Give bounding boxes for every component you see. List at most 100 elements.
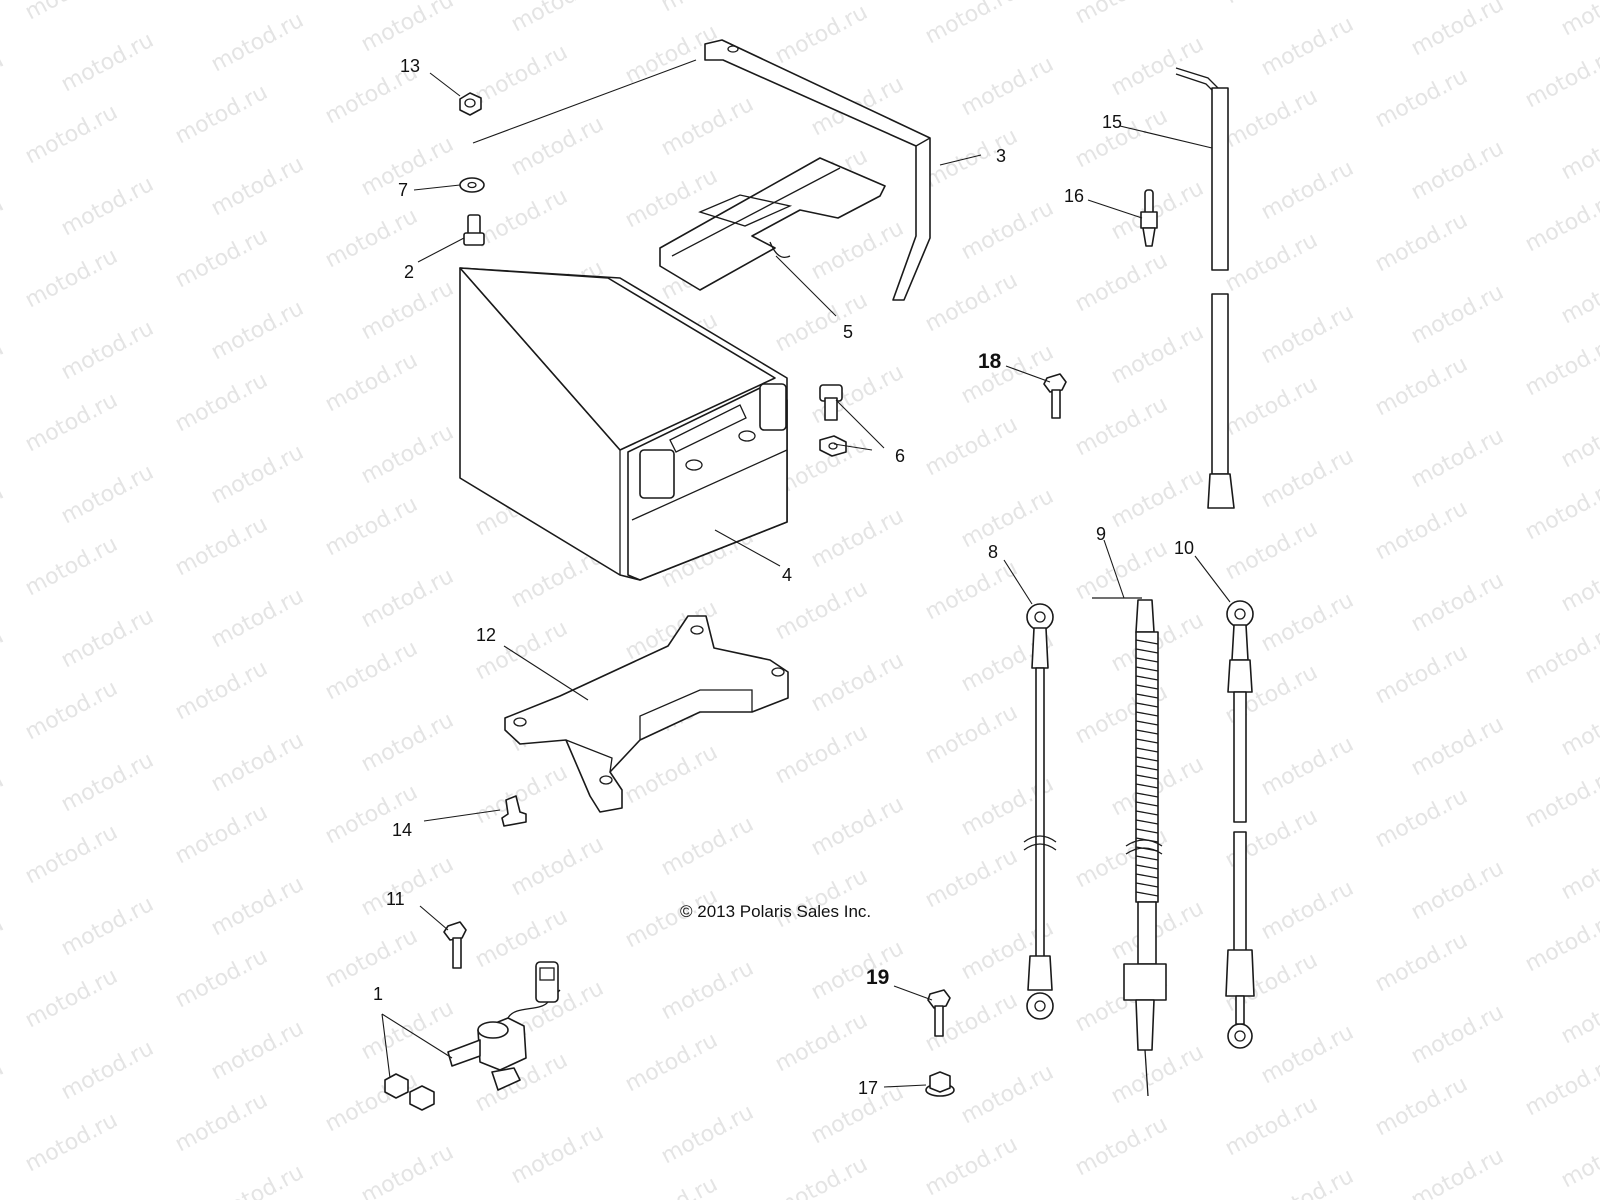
watermark-text: motod.ru <box>921 700 1022 769</box>
watermark-text: motod.ru <box>1557 0 1600 41</box>
watermark-text: motod.ru <box>657 0 758 17</box>
watermark-text: motod.ru <box>1107 464 1208 533</box>
watermark-text: motod.ru <box>207 8 308 77</box>
watermark-text: motod.ru <box>1371 928 1472 997</box>
watermark-text: motod.ru <box>171 224 272 293</box>
watermark-text: motod.ru <box>657 812 758 881</box>
watermark-text: motod.ru <box>657 956 758 1025</box>
watermark-text: motod.ru <box>807 216 908 285</box>
watermark-text: motod.ru <box>57 28 158 97</box>
watermark-text: motod.ru <box>771 864 872 933</box>
watermark-text: motod.ru <box>1407 856 1508 925</box>
watermark-text: motod.ru <box>0 912 8 981</box>
watermark-text: motod.ru <box>1557 404 1600 473</box>
sheath-rib <box>1135 675 1159 681</box>
watermark-text: motod.ru <box>507 112 608 181</box>
watermark-text: motod.ru <box>1371 1072 1472 1141</box>
sheath-rib <box>1135 702 1159 708</box>
watermark-text: motod.ru <box>321 492 422 561</box>
watermark-text: motod.ru <box>1407 1144 1508 1200</box>
watermark-text: motod.ru <box>357 852 458 921</box>
watermark-text: motod.ru <box>1557 116 1600 185</box>
watermark-text: motod.ru <box>1107 320 1208 389</box>
watermark-text: motod.ru <box>57 604 158 673</box>
watermark-text: motod.ru <box>507 0 608 37</box>
watermark-text: motod.ru <box>207 1160 308 1200</box>
watermark-text: motod.ru <box>207 440 308 509</box>
watermark-text: motod.ru <box>57 892 158 961</box>
watermark-text: motod.ru <box>921 1132 1022 1200</box>
watermark-text: motod.ru <box>57 172 158 241</box>
watermark-text: motod.ru <box>1407 0 1508 61</box>
watermark-text: motod.ru <box>921 844 1022 913</box>
sheath-rib <box>1135 711 1159 717</box>
watermark-text: motod.ru <box>57 316 158 385</box>
watermark-text: motod.ru <box>621 1172 722 1200</box>
watermark-text: motod.ru <box>957 196 1058 265</box>
watermark-text: motod.ru <box>1407 712 1508 781</box>
watermark-text: motod.ru <box>321 924 422 993</box>
watermark-text: motod.ru <box>1407 280 1508 349</box>
part-9-cable <box>1092 597 1167 1097</box>
watermark-text: motod.ru <box>771 1152 872 1200</box>
watermark-text: motod.ru <box>0 1056 8 1125</box>
sheath-rib <box>1135 684 1159 690</box>
watermark-text: motod.ru <box>621 1028 722 1097</box>
watermark-text: motod.ru <box>807 648 908 717</box>
sheath-rib <box>1135 801 1159 807</box>
watermark-text: motod.ru <box>1107 176 1208 245</box>
watermark-text: motod.ru <box>1407 568 1508 637</box>
watermark-text: motod.ru <box>921 268 1022 337</box>
watermark-text: motod.ru <box>921 124 1022 193</box>
watermark-text: motod.ru <box>21 964 122 1033</box>
watermark-text: motod.ru <box>1221 1092 1322 1161</box>
watermark-text: motod.ru <box>1371 208 1472 277</box>
part-2-bolt <box>463 214 485 246</box>
watermark-text: motod.ru <box>1557 260 1600 329</box>
watermark-text: motod.ru <box>57 1036 158 1105</box>
watermark-text: motod.ru <box>1557 980 1600 1049</box>
watermark-text: motod.ru <box>1071 392 1172 461</box>
watermark-text: motod.ru <box>0 48 8 117</box>
part-11-bolt <box>443 921 467 969</box>
callout-1: 1 <box>373 984 383 1004</box>
watermark-text: motod.ru <box>1257 588 1358 657</box>
watermark-text: motod.ru <box>957 1060 1058 1129</box>
part-18-bolt <box>1043 373 1067 419</box>
callout-8: 8 <box>988 542 998 562</box>
callouts: 13 7 2 3 5 4 6 12 14 11 1 18 15 16 8 9 1… <box>373 56 1194 1098</box>
watermark-text: motod.ru <box>921 0 1022 49</box>
watermark-text: motod.ru <box>21 1108 122 1177</box>
watermark-text: motod.ru <box>1071 536 1172 605</box>
watermark-text: motod.ru <box>471 40 572 109</box>
watermark-text: motod.ru <box>1371 64 1472 133</box>
watermark-text: motod.ru <box>21 676 122 745</box>
watermark-text: motod.ru <box>171 944 272 1013</box>
watermark-text: motod.ru <box>657 92 758 161</box>
watermark-text: motod.ru <box>171 80 272 149</box>
watermark-text: motod.ru <box>957 340 1058 409</box>
watermark-text: motod.ru <box>771 720 872 789</box>
watermark-text: motod.ru <box>1521 332 1600 401</box>
watermark-text: motod.ru <box>1371 784 1472 853</box>
watermark-text: motod.ru <box>171 0 272 5</box>
watermark-text: motod.ru <box>357 276 458 345</box>
sheath-rib <box>1135 657 1159 663</box>
watermark-text: motod.ru <box>771 576 872 645</box>
watermark-text: motod.ru <box>1521 620 1600 689</box>
watermark-text: motod.ru <box>807 504 908 573</box>
watermark-text: motod.ru <box>1407 136 1508 205</box>
watermark-text: motod.ru <box>657 1100 758 1169</box>
part-1-solenoid <box>384 961 561 1111</box>
watermark-text: motod.ru <box>57 748 158 817</box>
part-8-cable <box>1023 603 1057 1020</box>
watermark-text: motod.ru <box>171 800 272 869</box>
watermark-text: motod.ru <box>957 484 1058 553</box>
watermark-text: motod.ru <box>1521 1052 1600 1121</box>
callout-12: 12 <box>476 625 496 645</box>
watermark-text: motod.ru <box>357 0 458 57</box>
watermark-text: motod.ru <box>1221 372 1322 441</box>
watermark-text: motod.ru <box>1407 1000 1508 1069</box>
sheath-rib <box>1135 693 1159 699</box>
